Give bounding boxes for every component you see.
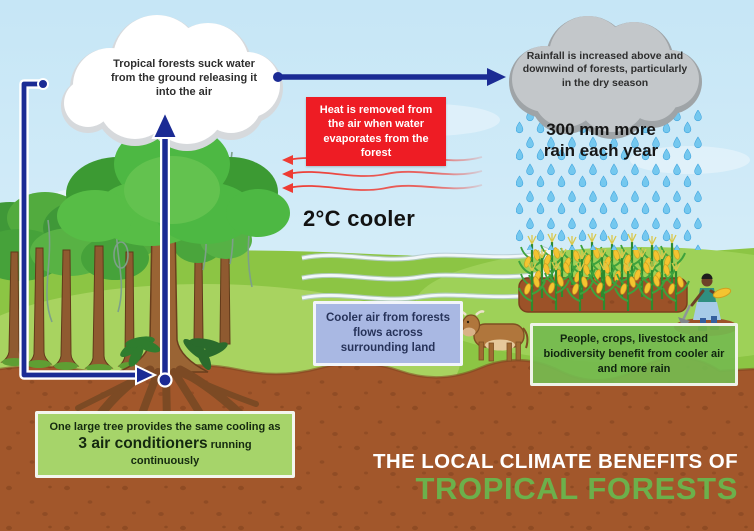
tree-fact-bold: 3 air conditioners xyxy=(78,435,208,453)
big-tree-canopy xyxy=(57,123,290,246)
tree-fact-line2-rest: running continuously xyxy=(130,439,252,468)
cloud-to-cloud-arrow xyxy=(273,68,506,86)
heat-removed-callout: Heat is removed from the air when water … xyxy=(306,97,446,167)
water-up-tree-arrow xyxy=(151,109,179,388)
rain-amount-label: 300 mm more rain each year xyxy=(543,120,659,161)
heat-release-waves xyxy=(282,155,483,193)
ground-water-cycle-arrow xyxy=(19,78,158,386)
right-cloud-caption: Rainfall is increased above and downwind… xyxy=(522,50,688,89)
title-line2: TROPICAL FORESTS xyxy=(415,470,738,506)
cooler-label: 2°C cooler xyxy=(303,206,416,231)
tree-cooling-fact: One large tree provides the same cooling… xyxy=(35,411,295,478)
title-line1: THE LOCAL CLIMATE BENEFITS OF xyxy=(372,450,738,473)
infographic-title: THE LOCAL CLIMATE BENEFITS OF TROPICAL F… xyxy=(372,450,738,506)
rain-drops xyxy=(516,110,702,250)
right-cloud xyxy=(509,16,702,139)
cow xyxy=(457,310,529,362)
benefits-callout: People, crops, livestock and biodiversit… xyxy=(530,323,738,386)
corn-field xyxy=(517,231,691,313)
left-cloud-caption: Tropical forests suck water from the gro… xyxy=(110,58,258,99)
tree-fact-line1: One large tree provides the same cooling… xyxy=(49,421,281,433)
cool-air-callout: Cooler air from forests flows across sur… xyxy=(313,301,463,366)
fern-plants xyxy=(120,336,228,370)
